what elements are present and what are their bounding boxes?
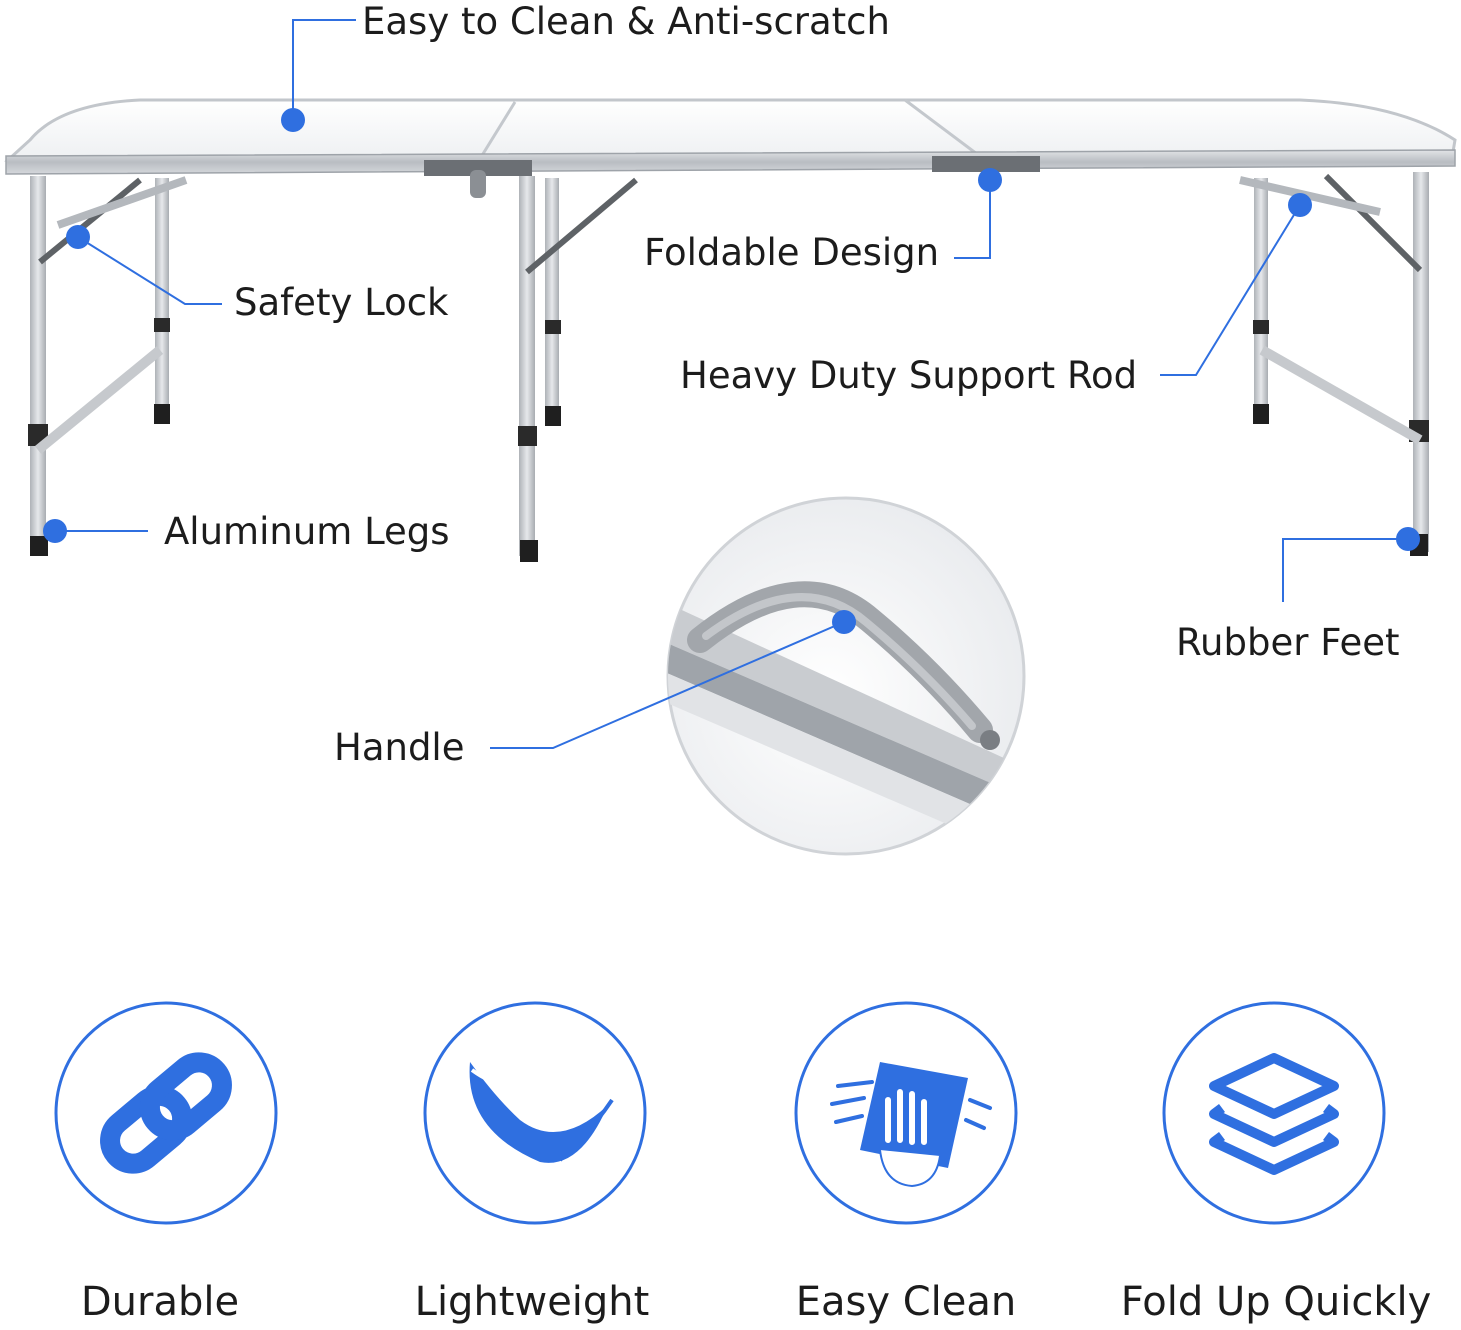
feature-lightweight	[423, 1001, 647, 1225]
tabletop	[4, 98, 1457, 162]
edge-rail	[5, 149, 1456, 175]
chain-link-icon	[100, 1052, 232, 1174]
panel-seam-left	[476, 101, 517, 163]
callout-aluminum-legs: Aluminum Legs	[164, 510, 450, 553]
callout-rubber-feet: Rubber Feet	[1176, 621, 1400, 664]
callout-lines	[55, 19, 1408, 749]
stacked-layers-icon	[1209, 1053, 1339, 1175]
callout-handle: Handle	[334, 726, 465, 769]
feature-label-durable: Durable	[80, 1279, 240, 1325]
feature-fold-up	[1162, 1001, 1386, 1225]
feature-easy-clean	[794, 1001, 1018, 1225]
feature-label-lightweight: Lightweight	[414, 1279, 650, 1325]
feature-durable	[54, 1001, 278, 1225]
wiping-hand-icon	[830, 1062, 992, 1188]
aluminum-legs	[28, 172, 1429, 562]
feature-label-easy-clean: Easy Clean	[795, 1279, 1017, 1325]
callout-foldable-design: Foldable Design	[644, 231, 940, 274]
feather-icon	[469, 1062, 614, 1163]
callout-heavy-duty-rod: Heavy Duty Support Rod	[680, 354, 1138, 397]
folding-table	[4, 98, 1457, 562]
callout-safety-lock: Safety Lock	[234, 281, 449, 324]
callout-dots	[43, 108, 1420, 634]
handle-zoom	[666, 496, 1026, 856]
feature-label-fold-up: Fold Up Quickly	[1120, 1279, 1432, 1325]
hinge-right	[932, 156, 1040, 172]
panel-seam-right	[904, 98, 986, 162]
hinge-left	[424, 160, 532, 176]
callout-easy-to-clean: Easy to Clean & Anti-scratch	[362, 0, 890, 43]
